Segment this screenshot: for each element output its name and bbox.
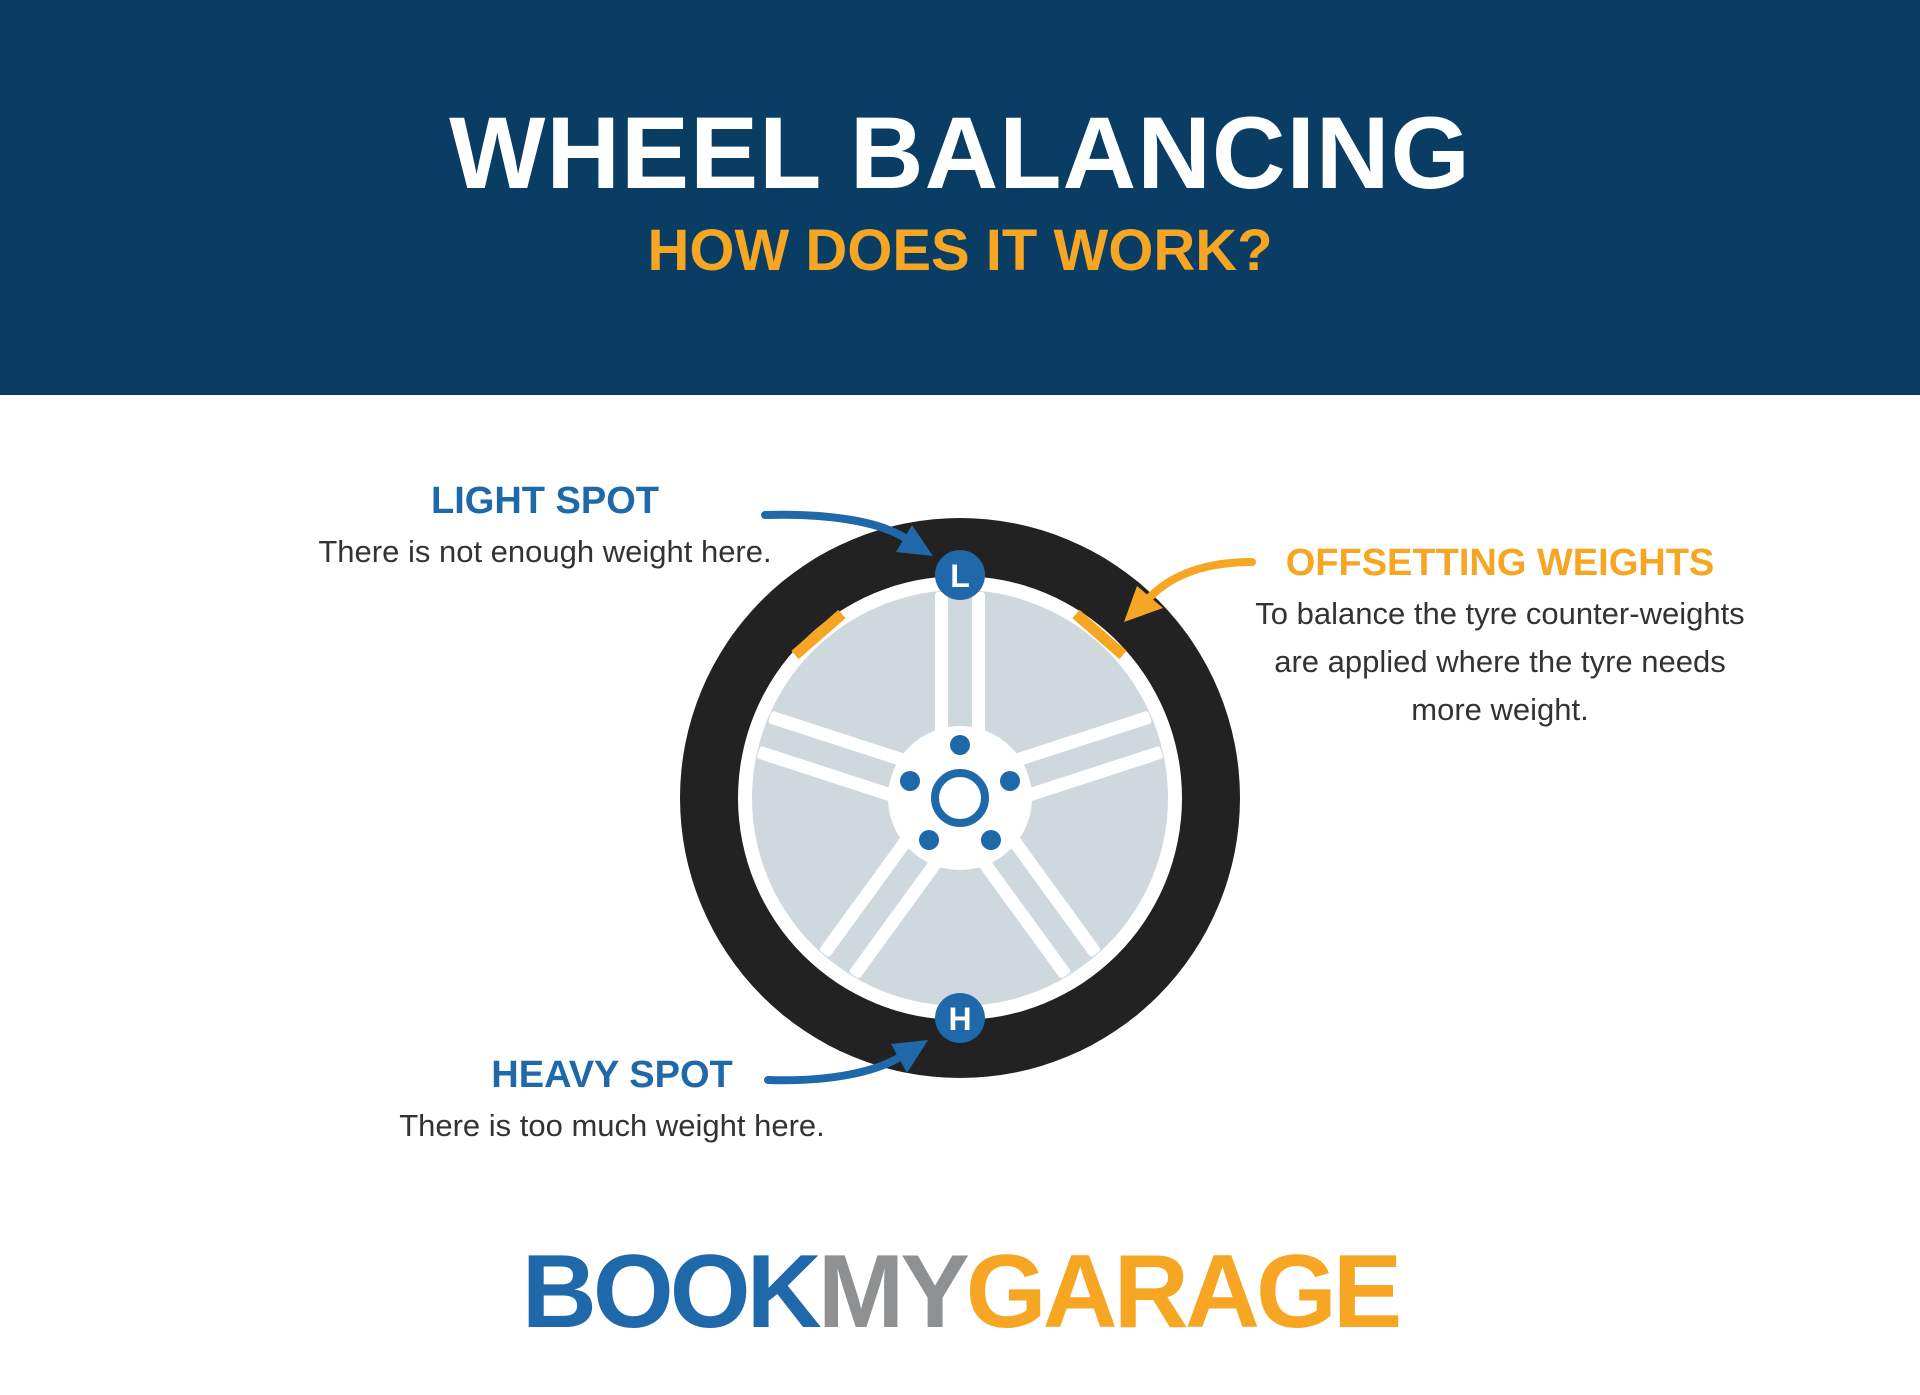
bookmygarage-logo: BOOKMYGARAGE	[0, 1240, 1920, 1344]
offsetting-weights-title: OFFSETTING WEIGHTS	[1285, 542, 1715, 584]
light-spot-text: There is not enough weight here.	[318, 534, 772, 569]
heavy-spot-text: There is too much weight here.	[399, 1108, 825, 1143]
heavy-spot-arrow-icon	[764, 1053, 904, 1085]
offsetting-weights-text-line-3: more weight.	[1411, 692, 1589, 727]
light-spot-arrowhead-icon	[896, 525, 933, 556]
offsetting-arrowhead-icon	[1124, 586, 1163, 622]
offsetting-weights-text-line-1: To balance the tyre counter-weights	[1255, 596, 1745, 631]
lug-nuts	[900, 735, 1020, 850]
offsetting-weights-text-line-2: are applied where the tyre needs	[1274, 644, 1726, 679]
hub-center	[931, 769, 989, 827]
light-spot-title: LIGHT SPOT	[431, 480, 659, 522]
logo-my: MY	[817, 1234, 970, 1350]
heavy-spot-marker	[935, 993, 985, 1043]
heavy-spot-title: HEAVY SPOT	[491, 1054, 733, 1096]
header-banner: WHEEL BALANCING HOW DOES IT WORK?	[0, 0, 1920, 395]
heavy-spot-marker-label: H	[948, 1001, 971, 1037]
heavy-spot-arrowhead-icon	[891, 1040, 928, 1073]
light-spot-arrow-icon	[761, 510, 909, 542]
light-spot-marker	[935, 550, 985, 600]
page-subtitle: HOW DOES IT WORK?	[647, 218, 1273, 283]
logo-book: BOOK	[521, 1234, 822, 1350]
page-title: WHEEL BALANCING	[449, 96, 1471, 210]
balance-weight-icon	[791, 609, 1127, 660]
offsetting-arrow-icon	[1146, 558, 1256, 601]
logo-garage: GARAGE	[965, 1234, 1402, 1350]
light-spot-marker-label: L	[950, 558, 970, 594]
